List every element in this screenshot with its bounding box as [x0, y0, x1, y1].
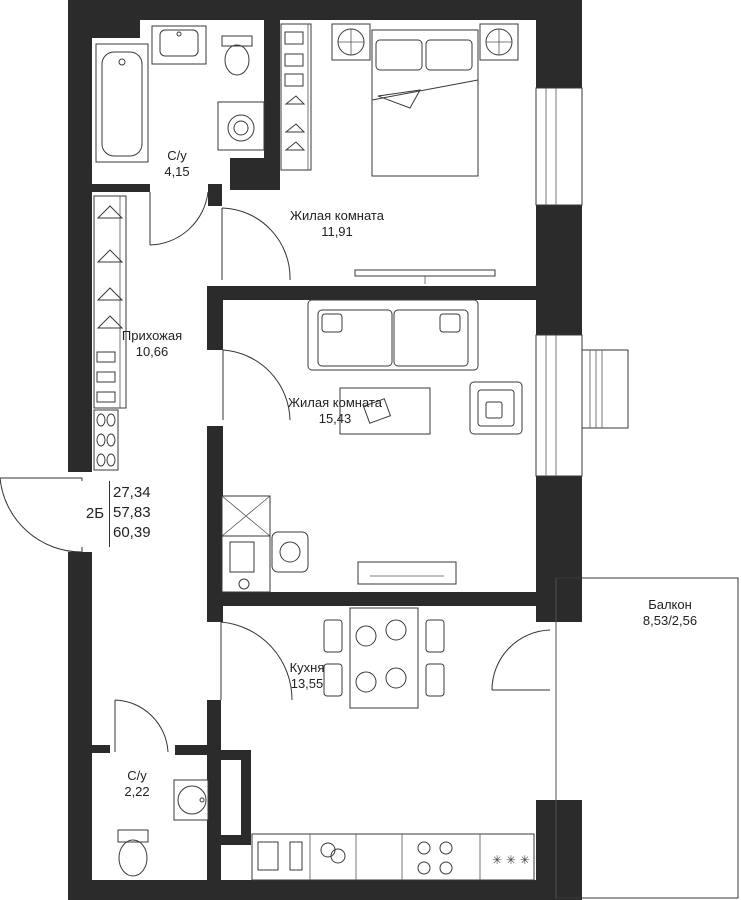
room-bedroom-area: 11,91 [321, 224, 353, 239]
room-kitchen-area: 13,55 [290, 676, 324, 691]
hall-storage [93, 195, 127, 471]
room-living: Жилая комната 15,43 [268, 395, 402, 427]
room-living-area: 15,43 [318, 411, 352, 426]
kitchen-furniture: ✳ ✳ ✳ [251, 607, 535, 881]
apartment-areas: 27,34 57,83 60,39 [113, 483, 167, 543]
room-balcony: Балкон 8,53/2,56 [620, 597, 720, 629]
apartment-area-total: 57,83 [113, 504, 151, 521]
walls [68, 0, 582, 900]
apartment-area-living: 27,34 [113, 484, 151, 501]
doors [0, 191, 551, 753]
svg-text:✳ ✳ ✳: ✳ ✳ ✳ [492, 853, 530, 867]
room-hall: Прихожая 10,66 [110, 328, 194, 360]
room-bath1-area: 4,15 [164, 164, 190, 179]
room-bath1-name: С/у [167, 148, 187, 163]
room-balcony-name: Балкон [648, 597, 692, 612]
bedroom-furniture [280, 23, 519, 284]
room-kitchen-name: Кухня [289, 660, 325, 675]
living-room-furniture [221, 299, 523, 593]
bathroom-2-fixtures [117, 779, 209, 877]
apartment-badge: 2Б 27,34 57,83 60,39 [81, 481, 167, 547]
bathroom-1-fixtures [95, 25, 265, 163]
room-bath2-name: С/у [127, 768, 147, 783]
apartment-area-with-balcony: 60,39 [113, 524, 151, 541]
room-hall-name: Прихожая [121, 328, 183, 343]
room-bedroom-name: Жилая комната [290, 208, 384, 223]
room-balcony-area: 8,53/2,56 [642, 613, 698, 628]
room-bath1: С/у 4,15 [145, 148, 209, 180]
room-kitchen: Кухня 13,55 [275, 660, 339, 692]
windows [535, 87, 739, 899]
room-bedroom: Жилая комната 11,91 [270, 208, 404, 240]
apartment-type: 2Б [81, 481, 110, 547]
room-living-name: Жилая комната [288, 395, 382, 410]
room-bath2: С/у 2,22 [105, 768, 169, 800]
room-bath2-area: 2,22 [124, 784, 150, 799]
room-hall-area: 10,66 [135, 344, 169, 359]
